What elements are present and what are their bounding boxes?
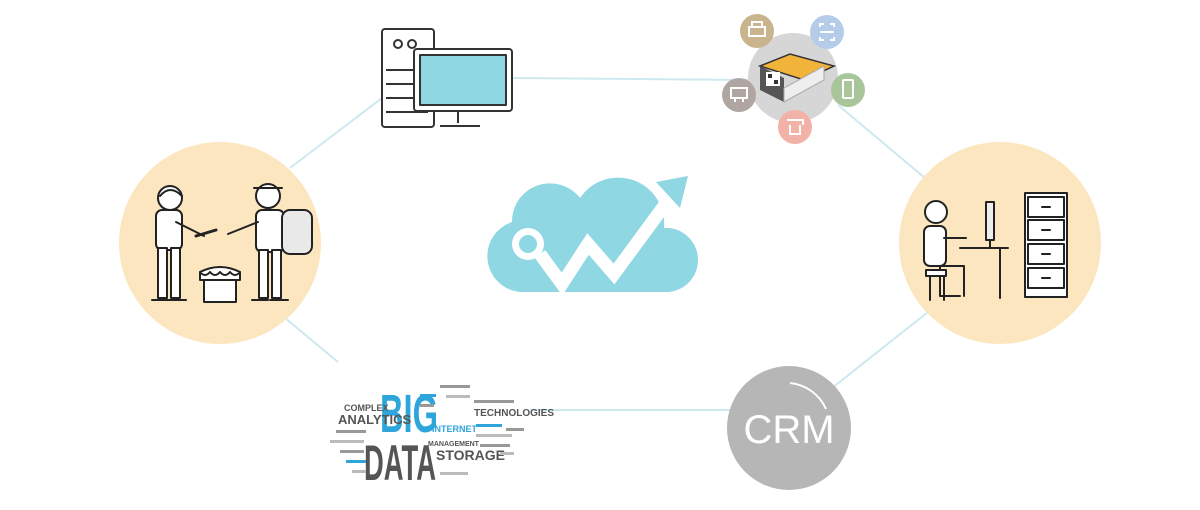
cloud-growth-icon — [487, 176, 699, 296]
receipt-icon — [778, 110, 812, 144]
printer-icon — [740, 14, 774, 48]
office-worker-icon — [899, 142, 1101, 344]
pos-peripherals — [722, 14, 865, 144]
word-data: DATA — [364, 435, 436, 491]
big-data-word-cloud: BIG DATA ANALYTICS COMPLEX TECHNOLOGIES … — [330, 384, 554, 491]
server-computer-icon — [381, 28, 513, 128]
customer-transaction-icon — [119, 142, 321, 344]
pos-terminal-icon — [748, 33, 838, 123]
word-analytics: ANALYTICS — [338, 412, 412, 427]
crm-label: CRM — [743, 408, 834, 452]
word-management: MANAGEMENT — [428, 441, 480, 448]
line-bigdata-transaction — [284, 317, 339, 363]
line-pos-office — [837, 104, 926, 179]
line-transaction-server — [289, 97, 383, 169]
card-reader-icon — [831, 73, 865, 107]
cash-drawer-icon — [722, 78, 756, 112]
line-server-pos — [511, 77, 751, 81]
connector-lines — [284, 77, 929, 411]
crm-circle — [727, 366, 851, 490]
word-internet: INTERNET — [432, 424, 478, 434]
word-technologies: TECHNOLOGIES — [474, 408, 554, 419]
crm-node: CRM — [727, 366, 851, 490]
line-office-crm — [831, 311, 929, 389]
word-storage: STORAGE — [436, 447, 505, 463]
word-complex: COMPLEX — [344, 403, 389, 413]
